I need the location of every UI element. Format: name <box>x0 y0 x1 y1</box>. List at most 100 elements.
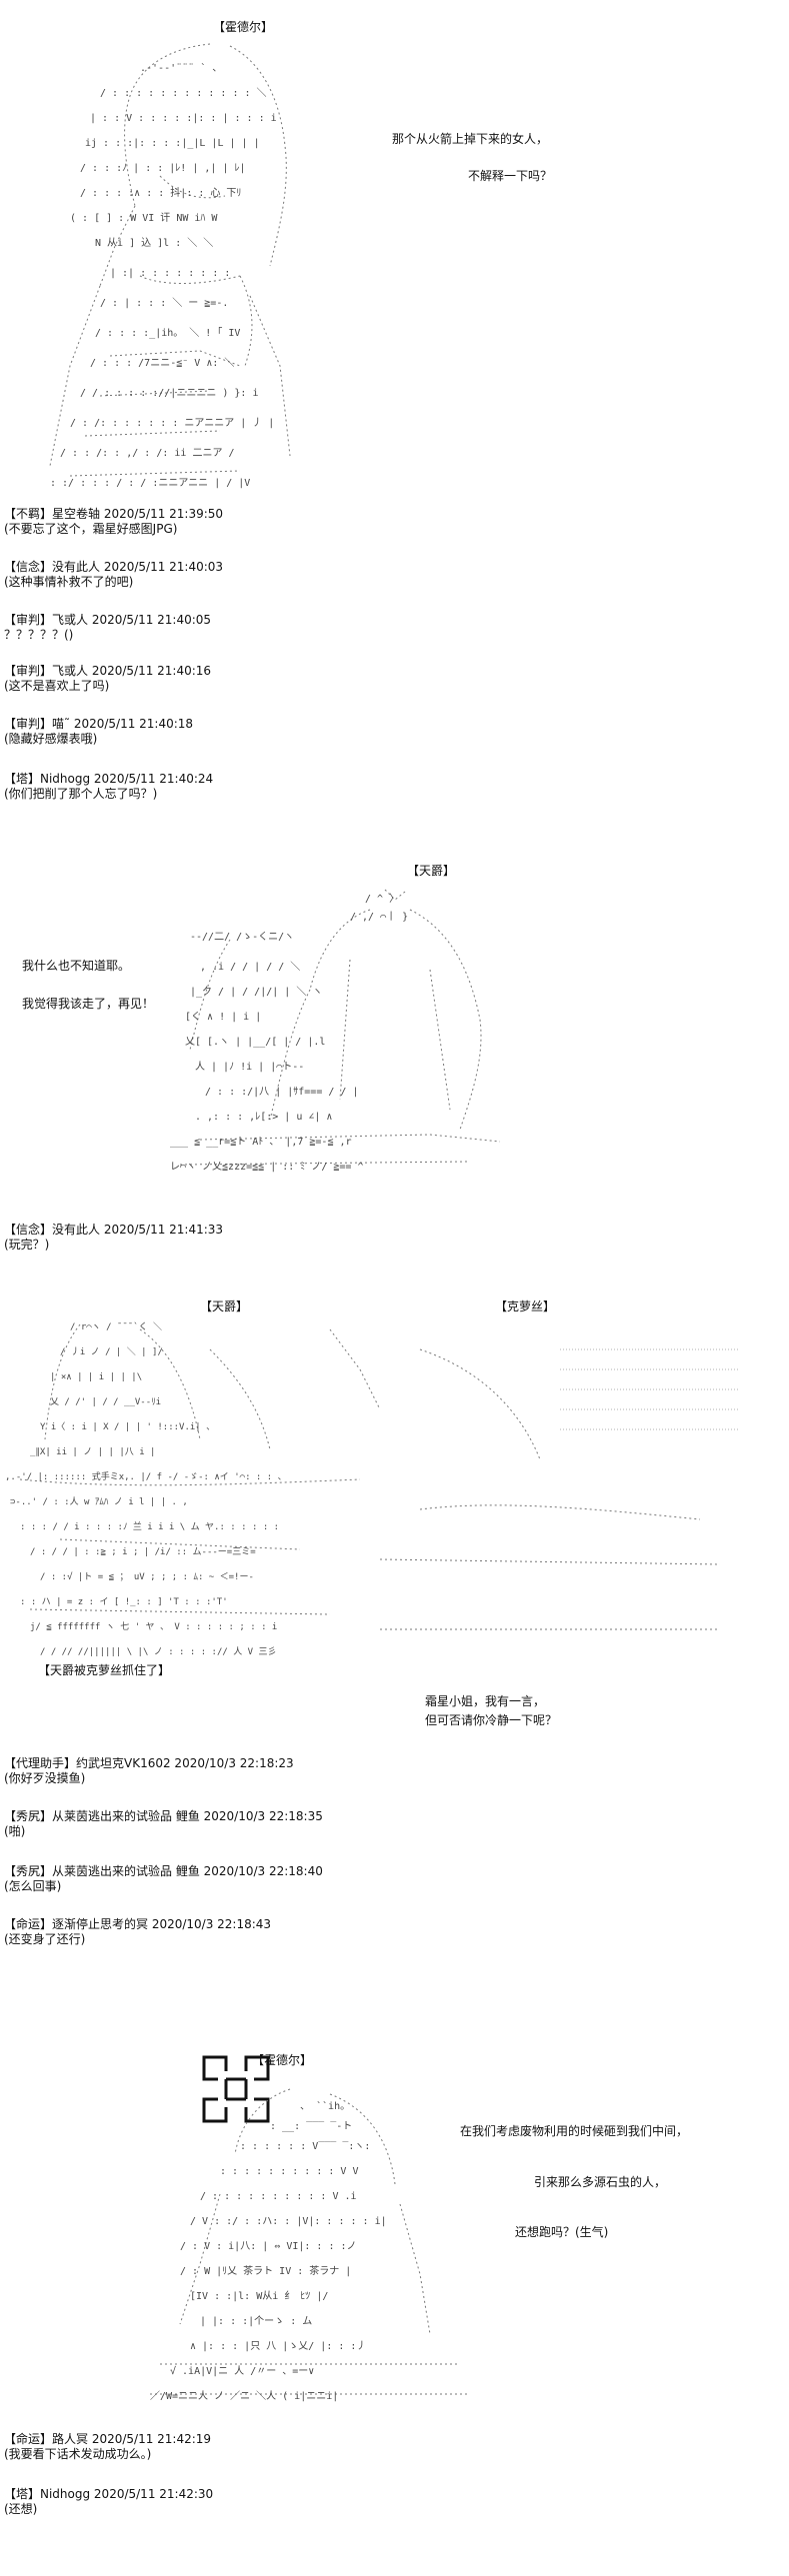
speaker-tag-tianjue-2: 【天爵】 <box>200 1299 249 1313</box>
comment-header: 【塔】Nidhogg 2020/5/11 21:40:24 <box>4 772 214 786</box>
svg-text:--//二/ /ゝ-くニ/ヽ: --//二/ /ゝ-くニ/ヽ <box>190 932 294 943</box>
svg-text:: : : : : : : : : : V V: : : : : : : : : : : V V <box>220 2166 358 2177</box>
svg-text:[く ∧ ! | i |: [く ∧ ! | i | <box>185 1012 261 1023</box>
svg-text:/ : : : : : : : : : : V .i: / : : : : : : : : : : V .i <box>200 2191 357 2202</box>
comment-body: (隐藏好感爆表哦) <box>4 732 98 746</box>
svg-text:[IV : :|l: W从i 纟 ﾋﾂ |/: [IV : :|l: W从i 纟 ﾋﾂ |/ <box>190 2290 328 2302</box>
svg-text:j/ ≦ ffffffff ヽ 七 ' ヤ 、 V : :: j/ ≦ ffffffff ヽ 七 ' ヤ 、 V : : : : : ; : … <box>30 1621 277 1632</box>
hoder-angry-speech-line-1: 在我们考虑废物利用的时候砸到我们中间， <box>460 2124 689 2138</box>
svg-text:|_ク / | / /|/| | ＼ ヽ: |_ク / | / /|/| | ＼ ヽ <box>190 986 322 998</box>
svg-text:、 ``ih。: 、 ``ih。 <box>300 2100 350 2112</box>
svg-text:N 从i ] 込 ]l : ＼ ＼: N 从i ] 込 ]l : ＼ ＼ <box>95 237 213 249</box>
comment-body: (我要看下话术发动成功么。) <box>4 2447 152 2461</box>
svg-text:/ : : : : : : : : : : : : ＼: / : : : : : : : : : : : : ＼ <box>100 87 267 99</box>
klaus-speech-line-1: 霜星小姐，我有一言， <box>425 1694 546 1708</box>
svg-text:/ : :√ |ト = ≦ ； uV ; ; ; : ﾑ:: / : :√ |ト = ≦ ； uV ; ; ; : ﾑ: ~ ＜=!ー- <box>40 1571 254 1582</box>
svg-text:___ ≦ __r=≦ト Aﾄ 、 |,7 ≧=-≦ ,r: ___ ≦ __r=≦ト Aﾄ 、 |,7 ≧=-≦ ,r <box>170 1137 352 1148</box>
svg-text:. ,: : : ,ﾚ[:> | u ∠| ∧: . ,: : : ,ﾚ[:> | u ∠| ∧ <box>195 1112 332 1123</box>
klaus-speech-line-2: 但可否请你冷静一下呢？ <box>425 1713 558 1727</box>
svg-text:,.-'/ |: :::::: 式手ミx,. |/ f -/: ,.-'/ |: :::::: 式手ミx,. |/ f -/ -ゞ-: ∧イ '… <box>5 1470 287 1482</box>
comment-header: 【审判】飞或人 2020/5/11 21:40:16 <box>4 664 212 678</box>
svg-text:| : : V : : : : :|: : | : : :: | : : V : : : : :|: : | : : : i <box>90 113 277 124</box>
comment-body: (怎么回事) <box>4 1879 62 1893</box>
comment-body: (玩完？) <box>4 1238 50 1252</box>
svg-text:( : [ ] : W VI 讦 NW iﾊ W: ( : [ ] : W VI 讦 NW iﾊ W <box>70 212 218 224</box>
tianjue-and-klaus-ascii-art: / r⌒ヽ / ̄ ̄ ̄ `く ＼ / 丿i ノ / | ＼ | ]/ | ×… <box>5 1321 740 1657</box>
svg-text:.-'--'¨¨¨ ` 、: .-'--'¨¨¨ ` 、 <box>140 62 222 74</box>
panel3-caption: 【天爵被克萝丝抓住了】 <box>38 1663 171 1677</box>
comment-body: (你好歹没摸鱼) <box>4 1771 86 1785</box>
hoder-angry-speech-line-3: 还想跑吗？(生气) <box>515 2225 609 2239</box>
svg-text:∧ |: : : |只 八 |ゝ乂/ |: : :丿: ∧ |: : : |只 八 |ゝ乂/ |: : :丿 <box>190 2341 366 2352</box>
comment-body: (这种事情补救不了的吧) <box>4 575 134 589</box>
comment-body: (不要忘了这个，霜星好感图JPG) <box>4 522 178 536</box>
svg-text:, .i / / | / / ＼: , .i / / | / / ＼ <box>200 961 300 973</box>
svg-text:乂[ [.ヽ | |__/[ | / |.l: 乂[ [.ヽ | |__/[ | / |.l <box>185 1037 325 1048</box>
anger-vein-icon <box>202 2055 270 2123</box>
svg-text:/ : : : :_|ih。 ＼ ! ｢ IV: / : : : :_|ih。 ＼ ! ｢ IV <box>95 327 240 339</box>
comment-header: 【塔】Nidhogg 2020/5/11 21:42:30 <box>4 2487 214 2501</box>
tianjue-ascii-art-figure: / ^ 〉 / ,/ ⌒丨 } --//二/ /ゝ-くニ/ヽ , .i / / … <box>170 889 501 1173</box>
svg-text:⊃-..' / : :人 w ｱﾑﾊ ノ i l | | .: ⊃-..' / : :人 w ｱﾑﾊ ノ i l | | . , <box>10 1496 188 1507</box>
hoder-speech-line-1: 那个从火箭上掉下来的女人， <box>392 132 549 146</box>
svg-text:/ : /: : : : : : : ニアニニア | 丿 |: / : /: : : : : : : ニアニニア | 丿 | <box>70 418 274 429</box>
svg-text:/ : V : i|八: | ⇔ VI|: : : :ノ: / : V : i|八: | ⇔ VI|: : : :ノ <box>180 2241 357 2252</box>
tianjue-speech-line-2: 我觉得我该走了，再见！ <box>22 997 155 1011</box>
hoder-angry-ascii-art: 、 ``ih。 : __: ‾‾‾ ‾-ト : : : : : : V‾‾‾ ‾… <box>150 2088 470 2402</box>
svg-text:/ : : : /7ニニ-≦⁻ V ∧: ＼: / : : : /7ニニ-≦⁻ V ∧: ＼ <box>90 357 234 369</box>
comment-header: 【命运】路人冥 2020/5/11 21:42:19 <box>4 2432 212 2446</box>
comment-header: 【秀尻】从莱茵逃出来的试验品 鲤鱼 2020/10/3 22:18:35 <box>4 1809 323 1823</box>
comment-header: 【命运】逐渐停止思考的冥 2020/10/3 22:18:43 <box>4 1917 272 1931</box>
svg-text:/ : | : : : ＼ ー ≧=-.: / : | : : : ＼ ー ≧=-. <box>100 297 228 309</box>
svg-text:レ⌒ヽ ノ乂≦zzz=≦≦ | :: ﾐ ノ/ ≧== ^: レ⌒ヽ ノ乂≦zzz=≦≦ | :: ﾐ ノ/ ≧== ^ <box>170 1162 363 1173</box>
svg-text:: :/ : : : / : / :ニニアニニ | / |V: : :/ : : : / : / :ニニアニニ | / |V <box>50 478 250 489</box>
svg-text:/ V : :/ : :ハ: : |V|: : : : :: / V : :/ : :ハ: : |V|: : : : : i| <box>190 2216 387 2227</box>
comment-header: 【审判】飞或人 2020/5/11 21:40:05 <box>4 613 212 627</box>
speaker-tag-klaus: 【克萝丝】 <box>495 1299 556 1313</box>
speaker-tag-hoder: 【霍德尔】 <box>213 20 274 34</box>
svg-text:/ / : : : : ://|ニニニニ ) }: i: / / : : : : ://|ニニニニ ) }: i <box>80 388 258 399</box>
svg-text:| :| : : : : : : : :: | :| : : : : : : : : <box>110 268 230 279</box>
svg-text:/ ^ 〉: / ^ 〉 <box>365 893 399 905</box>
svg-text:| |: : :|个ーゝ : ム: | |: : :|个ーゝ : ム <box>200 2315 312 2327</box>
svg-text:/ r⌒ヽ / ̄ ̄ ̄ `く ＼: / r⌒ヽ / ̄ ̄ ̄ `く ＼ <box>70 1321 162 1332</box>
svg-text:/ : / / | : :≧ ; i ; | /i/ ::: / : / / | : :≧ ; i ; | /i/ :: ム---ー=三ミ= <box>30 1546 256 1557</box>
svg-text:／/W=ニニ人 ノ ／ニ ＼人 ( i|ニニi|: ／/W=ニニ人 ノ ／ニ ＼人 ( i|ニニi| <box>150 2390 338 2402</box>
svg-text:_∥X| ii | ノ | | |八 i |: _∥X| ii | ノ | | |八 i | <box>30 1447 155 1457</box>
svg-text:| ×∧ | | i | | |\: | ×∧ | | i | | |\ <box>50 1372 142 1382</box>
comment-header: 【审判】喵˜ 2020/5/11 21:40:18 <box>4 717 194 731</box>
svg-text:/ : : : :∧ : : 抖|: : 心 下ﾘ: / : : : :∧ : : 抖|: : 心 下ﾘ <box>80 186 241 199</box>
svg-text:ij : : :|: : : :|_|L |L | | |: ij : : :|: : : :|_|L |L | | | <box>85 138 260 149</box>
svg-text:/ / // //|||||| \ |\ ノ : : : :: / / // //|||||| \ |\ ノ : : : : :// 人 V 三… <box>40 1646 276 1657</box>
comment-body: (啪) <box>4 1824 26 1838</box>
comment-header: 【不羁】星空卷轴 2020/5/11 21:39:50 <box>4 507 224 521</box>
svg-text:/ : : /: : ,/ : /: ii 二ニア /: / : : /: : ,/ : /: ii 二ニア / <box>60 448 235 459</box>
svg-text:: : ハ | = z : イ [ !_: : ] 'T :: : : ハ | = z : イ [ !_: : ] 'T : : :'T' <box>20 1597 228 1607</box>
svg-text:乂 / /' | / / __V--ﾘi: 乂 / /' | / / __V--ﾘi <box>50 1397 161 1407</box>
svg-text:/ 丿i ノ / | ＼ | ]/: / 丿i ノ / | ＼ | ]/ <box>60 1346 163 1357</box>
svg-text:: __: ‾‾‾ ‾-ト: : __: ‾‾‾ ‾-ト <box>270 2121 352 2132</box>
hoder-ascii-art-figure: .-'--'¨¨¨ ` 、 / : : : : : : : : : : : : … <box>49 43 291 489</box>
comment-body: (这不是喜欢上了吗) <box>4 679 110 693</box>
svg-text:: : : / / i : : : :ﾉ 兰 i i i \: : : : / / i : : : :ﾉ 兰 i i i \ ム ヤ.: : :… <box>20 1520 279 1532</box>
comment-header: 【信念】没有此人 2020/5/11 21:41:33 <box>4 1223 224 1237</box>
svg-text:√ .iA|V|ニ 人 /〃ー 、=ー∨: √ .iA|V|ニ 人 /〃ー 、=ー∨ <box>170 2365 314 2377</box>
speaker-tag-tianjue: 【天爵】 <box>407 864 456 878</box>
comment-body: (你们把削了那个人忘了吗？) <box>4 787 158 801</box>
comment-header: 【代理助手】约武坦克VK1602 2020/10/3 22:18:23 <box>4 1756 294 1770</box>
comment-body: (还想) <box>4 2502 38 2516</box>
comment-header: 【信念】没有此人 2020/5/11 21:40:03 <box>4 560 224 574</box>
hoder-angry-speech-line-2: 引来那么多源石虫的人， <box>534 2175 667 2189</box>
svg-text:: : : : : : V‾‾‾ ‾:ヽ:: : : : : : : V‾‾‾ ‾:ヽ: <box>240 2141 370 2152</box>
tianjue-speech-line-1: 我什么也不知道耶。 <box>22 959 131 973</box>
svg-text:/ : : :/|八 | |ｻf=== / / |: / : : :/|八 | |ｻf=== / / | <box>205 1086 358 1098</box>
svg-text:Y i〈 : i | X / | | ' !:::V.i|: Y i〈 : i | X / | | ' !:::V.i| 、 <box>40 1421 215 1432</box>
svg-text:/ : : :ﾉ | : : |ﾚ! | ,| | ﾚ|: / : : :ﾉ | : : |ﾚ! | ,| | ﾚ| <box>80 163 246 174</box>
hoder-speech-line-2: 不解释一下吗？ <box>468 169 553 183</box>
comment-header: 【秀尻】从莱茵逃出来的试验品 鲤鱼 2020/10/3 22:18:40 <box>4 1864 323 1878</box>
svg-text:/ : W |ﾘ乂 茶ラト IV : 茶ラナ |: / : W |ﾘ乂 茶ラト IV : 茶ラナ | <box>180 2264 351 2277</box>
comment-body: (还变身了还行) <box>4 1932 86 1946</box>
svg-text:/ ,/ ⌒丨 }: / ,/ ⌒丨 } <box>350 911 408 923</box>
comment-body: ？？？？？() <box>4 628 74 642</box>
svg-text:人 | |ﾉ !i | |⌒ト--: 人 | |ﾉ !i | |⌒ト-- <box>195 1061 304 1073</box>
